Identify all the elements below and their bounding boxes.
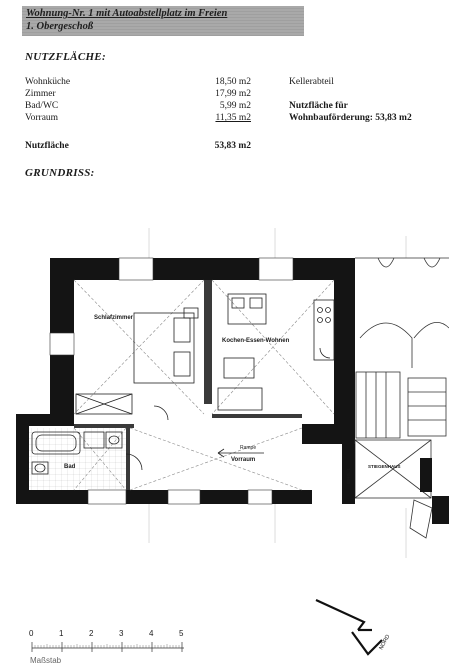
- apartment-title: Wohnung-Nr. 1 mit Autoabstellplatz im Fr…: [26, 8, 228, 19]
- scale-tick-5: 5: [179, 629, 184, 638]
- area-label-vorraum: Vorraum: [25, 113, 59, 123]
- floor-plan: Schlafzimmer Kochen-Essen-Wohnen Bad Vor…: [16, 228, 449, 558]
- area-value-wohnkueche: 18,50 m2: [215, 77, 251, 87]
- total-label: Nutzfläche: [25, 141, 69, 151]
- room-label-whg: WHG. 1: [346, 468, 351, 484]
- grundriss-title: GRUNDRISS:: [25, 167, 95, 179]
- foerderung-line1: Nutzfläche für: [289, 101, 348, 111]
- area-label-bad-wc: Bad/WC: [25, 101, 59, 111]
- room-label-bad: Bad: [64, 464, 76, 470]
- room-label-schlafzimmer: Schlafzimmer: [94, 315, 134, 321]
- foerderung-line2: Wohnbauförderung: 53,83 m2: [289, 113, 412, 123]
- floor-title: 1. Obergeschoß: [26, 21, 94, 32]
- scale-tick-0: 0: [29, 629, 34, 638]
- north-arrow-icon: NORD: [315, 599, 391, 656]
- scale-tick-2: 2: [89, 629, 94, 638]
- room-label-rampe: Rampe: [240, 445, 256, 451]
- area-value-bad-wc: 5,99 m2: [219, 101, 251, 111]
- scale-caption: Maßstab: [30, 656, 62, 664]
- room-label-stiegenhaus: STIEGENHAUS: [368, 464, 401, 469]
- total-value: 53,83 m2: [214, 141, 251, 151]
- area-label-wohnkueche: Wohnküche: [25, 77, 71, 87]
- scale-tick-3: 3: [119, 629, 124, 638]
- scale-tick-4: 4: [149, 629, 154, 638]
- area-value-vorraum: 11,35 m2: [215, 113, 251, 123]
- kellerabteil-label: Kellerabteil: [289, 77, 334, 87]
- scale-tick-1: 1: [59, 629, 64, 638]
- room-label-kochen: Kochen-Essen-Wohnen: [222, 338, 290, 344]
- area-label-zimmer: Zimmer: [25, 89, 56, 99]
- scale-bar: [31, 642, 184, 652]
- header-bar: [22, 6, 304, 36]
- room-label-vorraum: Vorraum: [231, 457, 255, 463]
- area-value-zimmer: 17,99 m2: [215, 89, 251, 99]
- nutzflaeche-title: NUTZFLÄCHE:: [25, 51, 106, 63]
